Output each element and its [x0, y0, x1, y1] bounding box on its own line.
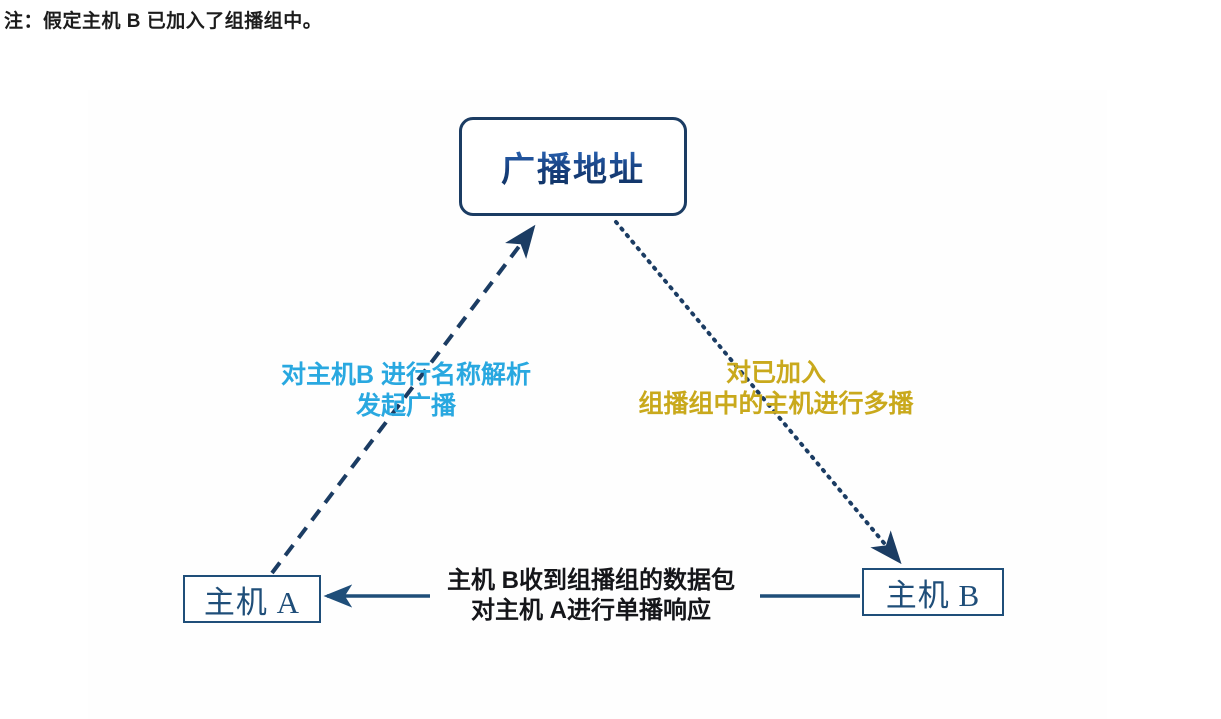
- edge-label-multicast-line2: 组播组中的主机进行多播: [638, 390, 914, 418]
- node-host-b[interactable]: 主机 B: [862, 568, 1004, 616]
- node-host-b-label: 主机 B: [885, 577, 981, 613]
- node-broadcast-address-label: 广播地址: [501, 142, 645, 191]
- node-broadcast-address[interactable]: 广播地址: [459, 117, 687, 216]
- edge-label-unicast-response-line1: 主机 B收到组播组的数据包: [447, 567, 735, 594]
- edge-label-broadcast-request-line1: 对主机B 进行名称解析: [280, 361, 531, 389]
- node-host-a[interactable]: 主机 A: [183, 575, 321, 623]
- edge-label-multicast: 对已加入 组播组中的主机进行多播: [600, 358, 952, 420]
- edge-label-broadcast-request: 对主机B 进行名称解析 发起广播: [246, 360, 566, 422]
- edge-label-unicast-response: 主机 B收到组播组的数据包 对主机 A进行单播响应: [396, 566, 786, 626]
- edge-label-broadcast-request-line2: 发起广播: [355, 392, 456, 420]
- diagram-note: 注：假定主机 B 已加入了组播组中。: [4, 11, 323, 32]
- node-host-a-label: 主机 A: [203, 584, 301, 620]
- edge-label-multicast-line1: 对已加入: [725, 359, 826, 387]
- edge-label-unicast-response-line2: 对主机 A进行单播响应: [471, 596, 711, 624]
